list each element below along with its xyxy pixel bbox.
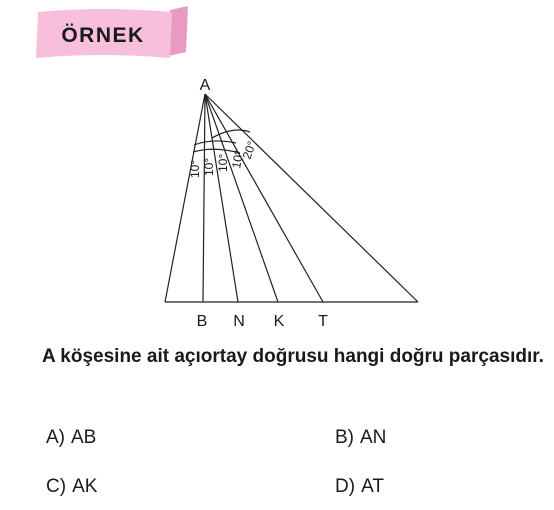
question-text: A köşesine ait açıortay doğrusu hangi do… <box>12 340 552 373</box>
segment-ab <box>202 93 206 303</box>
option-letter: A) <box>46 427 65 448</box>
option-b[interactable]: B) AN <box>335 427 386 449</box>
segment-an <box>204 93 239 303</box>
angle-label: 20° <box>240 139 259 161</box>
option-a[interactable]: A) AB <box>46 427 96 449</box>
vertex-label-a: A <box>200 77 211 94</box>
side-left <box>164 93 206 303</box>
banner-ribbon-fold <box>168 6 188 56</box>
base-label-t: T <box>318 313 328 330</box>
angle-label: 10° <box>202 158 216 176</box>
option-d[interactable]: D) AT <box>335 476 384 498</box>
angle-label: 10° <box>216 154 230 172</box>
option-text: AN <box>360 427 387 448</box>
base-label-b: B <box>197 313 208 330</box>
banner-label: ÖRNEK <box>61 24 144 47</box>
question-body: A köşesine ait açıortay doğrusu hangi do… <box>42 346 544 367</box>
ornek-banner: ÖRNEK <box>36 6 188 58</box>
segment-ak <box>204 93 279 303</box>
base-label-n: N <box>233 313 245 330</box>
angle-label: 10° <box>229 149 246 170</box>
angle-arc-outer <box>211 129 251 139</box>
option-letter: D) <box>335 476 356 497</box>
side-right <box>204 93 419 303</box>
option-letter: C) <box>46 476 67 497</box>
option-text: AT <box>361 476 384 497</box>
segment-at <box>204 93 324 303</box>
option-c[interactable]: C) AK <box>46 476 97 498</box>
option-text: AK <box>72 476 98 497</box>
base-label-k: K <box>274 313 285 330</box>
angle-arc-inner <box>193 140 237 146</box>
angle-arc-mid <box>192 148 241 154</box>
angle-label: 10° <box>188 160 202 178</box>
option-text: AB <box>71 427 97 448</box>
banner-ribbon <box>36 9 172 58</box>
option-letter: B) <box>335 427 354 448</box>
triangle-figure: A 10° 10° 10° 20° 10° B N K T <box>164 77 419 330</box>
